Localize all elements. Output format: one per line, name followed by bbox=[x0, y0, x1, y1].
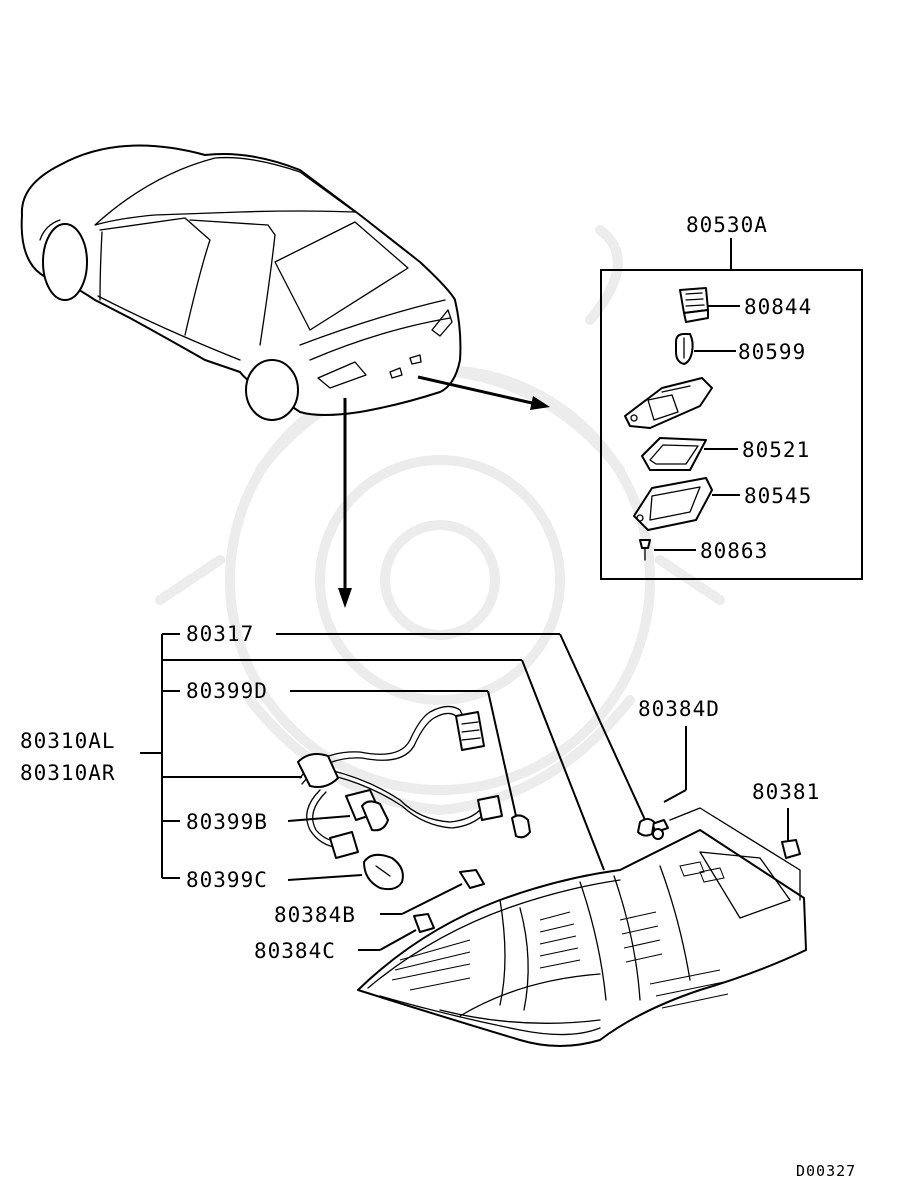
lens-icon bbox=[633, 477, 713, 531]
callout-80530A: 80530A bbox=[686, 213, 768, 237]
diagram-code: D00327 bbox=[796, 1162, 856, 1180]
screw-icon bbox=[639, 539, 651, 561]
socket-icon bbox=[679, 287, 709, 323]
callout-80310AR: 80310AR bbox=[20, 761, 116, 785]
tail-lamp-icon bbox=[357, 807, 807, 1047]
callout-80521: 80521 bbox=[742, 438, 810, 462]
callout-80384C: 80384C bbox=[254, 939, 336, 963]
lamp-housing-icon bbox=[624, 377, 713, 429]
callout-80545: 80545 bbox=[744, 484, 812, 508]
callout-80844: 80844 bbox=[744, 295, 812, 319]
callout-80399B: 80399B bbox=[186, 810, 268, 834]
bulb-icon bbox=[675, 333, 694, 365]
callout-bracket bbox=[140, 633, 605, 879]
callout-80399D: 80399D bbox=[186, 679, 268, 703]
callout-80384B: 80384B bbox=[274, 903, 356, 927]
car-outline-icon bbox=[20, 144, 462, 421]
callout-80310AL: 80310AL bbox=[20, 729, 116, 753]
arrow-down-icon bbox=[338, 398, 352, 608]
callout-80599: 80599 bbox=[738, 340, 806, 364]
callout-80863: 80863 bbox=[700, 539, 768, 563]
callout-80317: 80317 bbox=[186, 622, 254, 646]
arrow-right-icon bbox=[417, 375, 550, 410]
fastener-icons bbox=[413, 818, 801, 933]
license-lamp-box: 80530A 80844 80599 80521 bbox=[600, 213, 863, 580]
callout-80381: 80381 bbox=[752, 780, 820, 804]
gasket-icon bbox=[641, 437, 707, 471]
callout-80399C: 80399C bbox=[186, 868, 268, 892]
bulb-icon bbox=[361, 800, 531, 891]
callout-80384D: 80384D bbox=[638, 697, 720, 721]
